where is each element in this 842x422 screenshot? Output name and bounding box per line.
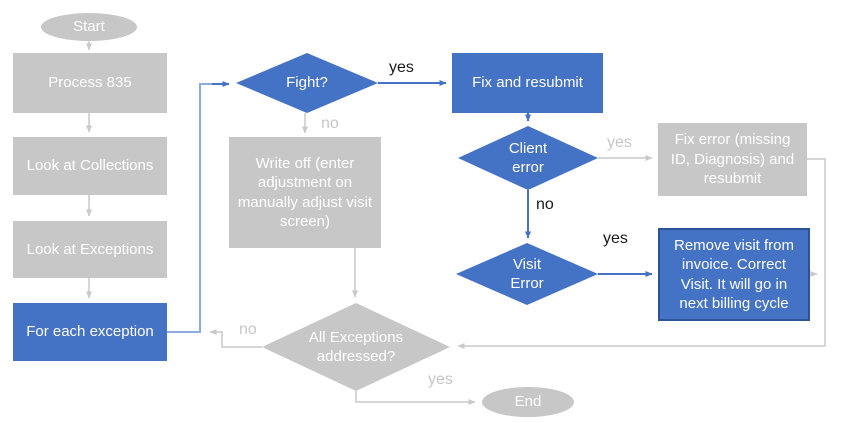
look-at-collections-label: Look at Collections [26, 157, 154, 175]
edge-foreach-to-fight-elbow [167, 83, 212, 333]
edge-label-client-yes: yes [607, 134, 632, 151]
look-at-exceptions-label: Look at Exceptions [26, 240, 154, 258]
all-exceptions-addressed-label: All Exceptions addressed? [308, 328, 404, 366]
flow-node-process-835: Process 835 [13, 53, 167, 113]
decision-fight: Fight? [236, 53, 378, 113]
flow-node-end: End [482, 387, 574, 417]
edge-label-client-no: no [536, 196, 554, 213]
for-each-exception-label: For each exception [26, 323, 154, 341]
start-label: Start [73, 18, 105, 36]
fix-error-resubmit-label: Fix error (missing ID, Diagnosis) and re… [670, 131, 795, 188]
decision-all-exceptions-addressed: All Exceptions addressed? [262, 303, 450, 391]
flow-node-fix-error-resubmit: Fix error (missing ID, Diagnosis) and re… [658, 123, 807, 196]
visit-error-label: Visit Error [510, 255, 544, 293]
client-error-label: Client error [508, 139, 548, 177]
process-835-label: Process 835 [48, 74, 132, 92]
edge-allexceptions-yes-to-end [355, 391, 476, 405]
edge-label-fight-no: no [321, 115, 339, 132]
flow-node-write-off: Write off (enter adjustment on manually … [229, 137, 381, 248]
edge-label-all-no: no [239, 321, 257, 338]
flow-node-for-each-exception: For each exception [13, 303, 167, 361]
fight-label: Fight? [286, 74, 328, 92]
flow-node-look-at-collections: Look at Collections [13, 137, 167, 195]
flow-node-look-at-exceptions: Look at Exceptions [13, 221, 167, 278]
decision-client-error: Client error [458, 126, 598, 190]
edge-label-fight-yes: yes [389, 59, 414, 76]
decision-visit-error: Visit Error [456, 243, 598, 305]
fix-and-resubmit-label: Fix and resubmit [472, 74, 583, 92]
edge-label-all-yes: yes [428, 371, 453, 388]
end-label: End [514, 393, 542, 411]
edge-label-visit-yes: yes [603, 230, 628, 247]
flow-node-fix-and-resubmit: Fix and resubmit [452, 53, 603, 113]
flow-node-start: Start [41, 13, 137, 41]
flow-node-remove-visit: Remove visit from invoice. Correct Visit… [658, 228, 810, 321]
remove-visit-label: Remove visit from invoice. Correct Visit… [673, 236, 795, 313]
write-off-label: Write off (enter adjustment on manually … [237, 154, 373, 231]
